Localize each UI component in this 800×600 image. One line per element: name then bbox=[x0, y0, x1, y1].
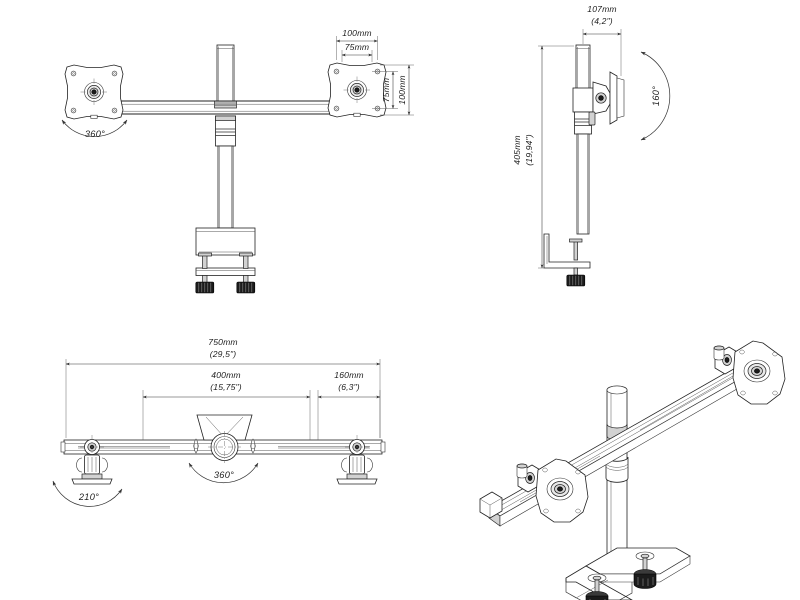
dim-height-405: 405mm (19,94") bbox=[512, 45, 574, 269]
dim-label-depth-107-mm: 107mm bbox=[587, 4, 616, 14]
dim-depth-107: 107mm (4,2") bbox=[582, 4, 622, 76]
dim-label-vesa-100-v: 100mm bbox=[397, 75, 407, 104]
dim-label-span-750-mm: 750mm bbox=[208, 337, 237, 347]
dim-span-400: 400mm (15,75") bbox=[142, 370, 311, 440]
top-head-right bbox=[336, 435, 378, 485]
front-vesa-plate-right bbox=[327, 62, 387, 118]
view-top: 750mm (29,5") 400mm (15,75") 160mm (6,3"… bbox=[52, 337, 386, 507]
top-center-pole bbox=[193, 414, 256, 463]
dim-label-span-400-mm: 400mm bbox=[211, 370, 240, 380]
dim-label-span-400-in: (15,75") bbox=[210, 382, 241, 392]
angle-label-side-160: 160° bbox=[651, 86, 661, 106]
dim-vesa-100-horizontal: 100mm bbox=[336, 28, 378, 60]
view-side: 107mm (4,2") 405mm (19,94") 160° bbox=[512, 4, 671, 287]
angle-side-tilt-160: 160° bbox=[640, 51, 671, 141]
iso-pole bbox=[605, 385, 629, 571]
dim-label-height-405-mm: 405mm bbox=[512, 135, 522, 164]
side-desk-clamp bbox=[543, 233, 591, 287]
dim-label-vesa-100-h: 100mm bbox=[342, 28, 371, 38]
front-vesa-plate-left bbox=[64, 64, 124, 120]
iso-head-left bbox=[479, 458, 589, 523]
dim-label-span-750-in: (29,5") bbox=[210, 349, 237, 359]
dim-label-vesa-75-h: 75mm bbox=[345, 42, 369, 52]
side-pole bbox=[572, 44, 625, 235]
dim-label-vesa-75-v: 75mm bbox=[381, 78, 391, 102]
front-desk-clamp bbox=[195, 227, 256, 294]
dim-label-span-160-in: (6,3") bbox=[338, 382, 360, 392]
angle-top-rotation-360: 360° bbox=[188, 462, 259, 484]
dim-vesa-100-vertical: 100mm bbox=[380, 64, 414, 116]
view-front: 100mm 75mm 75mm 100mm bbox=[61, 28, 414, 294]
dim-vesa-75-horizontal: 75mm bbox=[341, 42, 373, 62]
angle-label-top-210: 210° bbox=[78, 492, 99, 502]
iso-desk-clamp bbox=[565, 547, 691, 600]
angle-label-top-360: 360° bbox=[214, 470, 234, 480]
dim-label-height-405-in: (19,94") bbox=[524, 134, 534, 165]
dim-label-depth-107-in: (4,2") bbox=[591, 16, 613, 26]
angle-top-swivel-210: 210° bbox=[52, 480, 123, 507]
dim-label-span-160-mm: 160mm bbox=[334, 370, 363, 380]
dim-span-160: 160mm (6,3") bbox=[317, 370, 381, 440]
angle-label-front-360: 360° bbox=[85, 129, 105, 139]
front-pole bbox=[214, 44, 237, 229]
iso-crossbar bbox=[488, 354, 769, 527]
angle-front-rotation-360: 360° bbox=[61, 119, 128, 139]
iso-head-right bbox=[713, 340, 786, 405]
dim-vesa-75-vertical: 75mm bbox=[372, 71, 398, 109]
view-isometric bbox=[479, 340, 786, 600]
